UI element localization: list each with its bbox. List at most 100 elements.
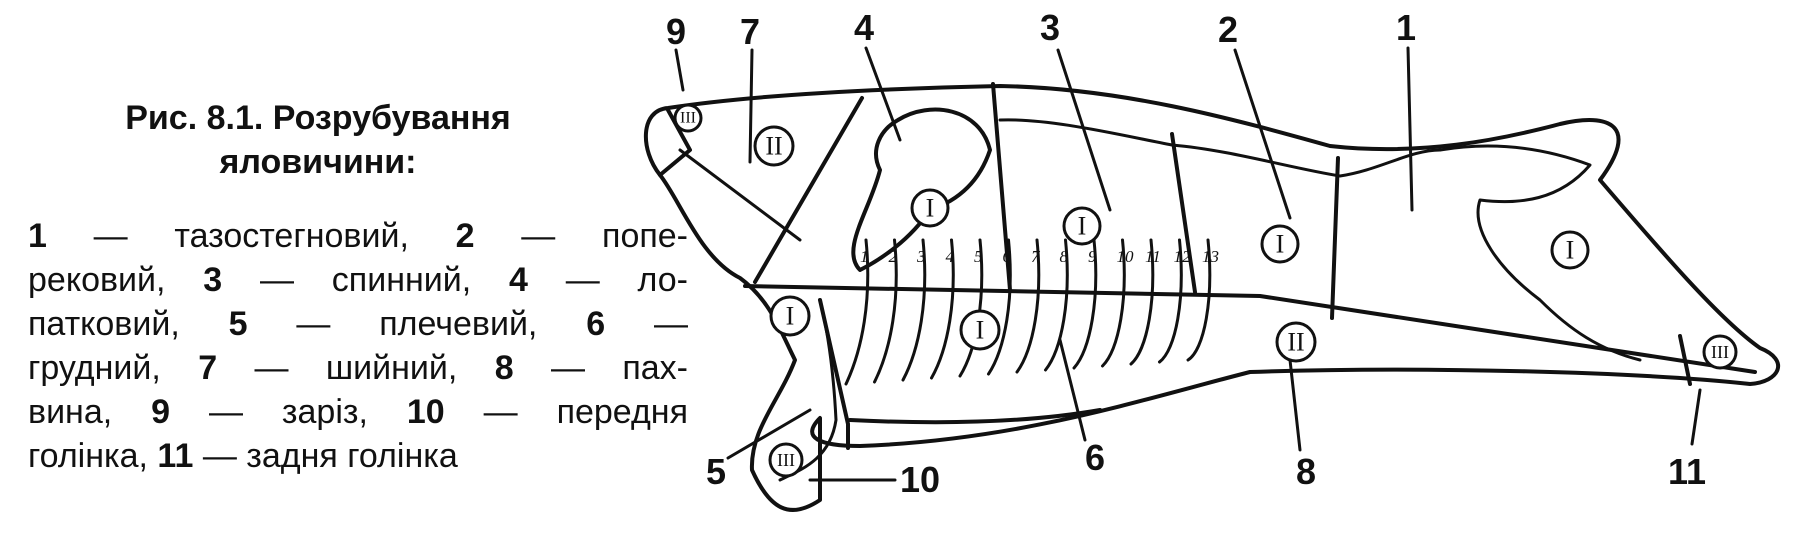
caption-title-line-1: Рис. 8.1. Розрубування: [125, 99, 511, 137]
grade-mark-neck: II: [753, 125, 795, 167]
brisket-lower-edge: [848, 408, 1102, 425]
rib-number: 5: [974, 247, 983, 266]
grade-mark-shoulder: I: [910, 188, 950, 228]
legend-number: 4: [509, 261, 528, 299]
rib-number: 8: [1060, 247, 1069, 266]
carcass-outline: [643, 84, 1781, 512]
ribs: [844, 238, 1212, 386]
grade-mark-hind: I: [1550, 230, 1590, 270]
caption-legend: 1 — тазостегновий, 2 — попе-рековий, 3 —…: [28, 214, 688, 478]
rib: [873, 238, 898, 384]
legend-number: 10: [406, 393, 445, 431]
legend-text: грудний,: [28, 349, 199, 387]
legend-number: 3: [203, 261, 223, 299]
grade-flank-text: II: [1287, 328, 1304, 357]
legend-text: вина,: [28, 393, 152, 431]
legend-text: — спинний,: [222, 261, 509, 299]
legend-line: патковий, 5 — плечевий, 6 —: [28, 302, 688, 346]
legend-text: голінка,: [28, 437, 158, 475]
shoulder-blade: [851, 107, 992, 272]
spine: [998, 118, 1442, 178]
grade-hind-shank-text: III: [1711, 342, 1729, 362]
rib-number: 12: [1174, 247, 1192, 266]
legend-text: рековий,: [28, 261, 204, 299]
part-number-3: 3: [1040, 7, 1060, 48]
rib-number: 6: [1003, 247, 1012, 266]
caption-title-line-2: яловичини:: [219, 143, 417, 181]
legend-number: 7: [198, 349, 218, 387]
legend-text: —: [605, 305, 688, 343]
legend-line: вина, 9 — заріз, 10 — передня: [28, 390, 688, 434]
part-number-6: 6: [1085, 437, 1105, 478]
legend-number: 2: [455, 217, 475, 255]
legend-text: — плечевий,: [247, 305, 587, 343]
legend-number: 5: [228, 305, 248, 343]
part-number-11: 11: [1668, 451, 1706, 492]
neck-cut: [753, 96, 864, 284]
legend-text: — пах-: [513, 349, 688, 387]
pelvis: [1438, 144, 1642, 362]
rib-number: 1: [860, 247, 869, 266]
rib-number: 11: [1145, 247, 1161, 266]
grade-mark-brisket: I: [959, 309, 1001, 351]
rib: [844, 238, 870, 386]
grade-scrag-text: III: [680, 110, 696, 127]
legend-number: 1: [28, 217, 47, 255]
rib-number: 10: [1117, 247, 1135, 266]
rib: [1072, 238, 1098, 370]
part-number-9: 9: [666, 11, 686, 52]
loin-cut: [1330, 156, 1340, 320]
legend-text: патковий,: [28, 305, 229, 343]
grade-brisket-text: I: [976, 316, 985, 345]
main-cut-line: [743, 284, 1757, 374]
grade-foreleg-text: I: [786, 302, 795, 331]
figure-caption: Рис. 8.1. Розрубування яловичини: 1 — та…: [28, 96, 688, 478]
rib-number: 7: [1031, 247, 1041, 266]
rib: [901, 238, 927, 382]
grade-mark-hind-shank: III: [1702, 334, 1738, 370]
grade-mark-back: I: [1062, 206, 1102, 246]
legend-line: голінка, 11 — задня голінка: [28, 434, 688, 478]
leader-lines: [674, 46, 1702, 482]
rib: [987, 238, 1012, 376]
legend-text: — ло-: [527, 261, 688, 299]
rib-number: 3: [916, 247, 926, 266]
shoulder-cut: [991, 82, 1012, 292]
legend-text: — тазостегновий,: [46, 217, 456, 255]
part-number-5: 5: [706, 451, 726, 492]
rib: [930, 238, 955, 380]
part-number-1: 1: [1396, 7, 1416, 48]
grade-hind-text: I: [1566, 236, 1575, 265]
part-number-8: 8: [1296, 451, 1316, 492]
hind-shank-cut: [1678, 334, 1692, 386]
legend-text: — передня: [444, 393, 688, 431]
rib-number: 4: [946, 247, 955, 266]
grade-mark-foreleg: I: [769, 295, 811, 337]
part-number-4: 4: [854, 7, 874, 48]
legend-text: — задня голінка: [193, 437, 458, 475]
grade-mark-loin: I: [1260, 224, 1300, 264]
back-cut: [1170, 132, 1197, 294]
part-number-10: 10: [900, 459, 940, 500]
part-number-2: 2: [1218, 9, 1238, 50]
grade-mark-scrag: III: [673, 103, 703, 133]
legend-number: 6: [586, 305, 606, 343]
grade-mark-flank: II: [1275, 321, 1317, 363]
foreleg-bone: [778, 298, 838, 482]
legend-line: 1 — тазостегновий, 2 — попе-: [28, 214, 688, 258]
rib-number: 13: [1202, 247, 1219, 266]
legend-number: 11: [157, 437, 194, 475]
rib: [1129, 238, 1155, 366]
neck-vertebrae: [678, 148, 802, 242]
grade-mark-fore-shank: III: [768, 442, 804, 478]
grade-fore-shank-text: III: [777, 450, 795, 470]
legend-text: — попе-: [474, 217, 688, 255]
grade-shoulder-text: I: [926, 194, 935, 223]
grade-neck-text: II: [765, 132, 782, 161]
grade-back-text: I: [1078, 212, 1087, 241]
rib-number: 2: [889, 247, 898, 266]
grade-loin-text: I: [1276, 230, 1285, 259]
legend-number: 8: [494, 349, 514, 387]
